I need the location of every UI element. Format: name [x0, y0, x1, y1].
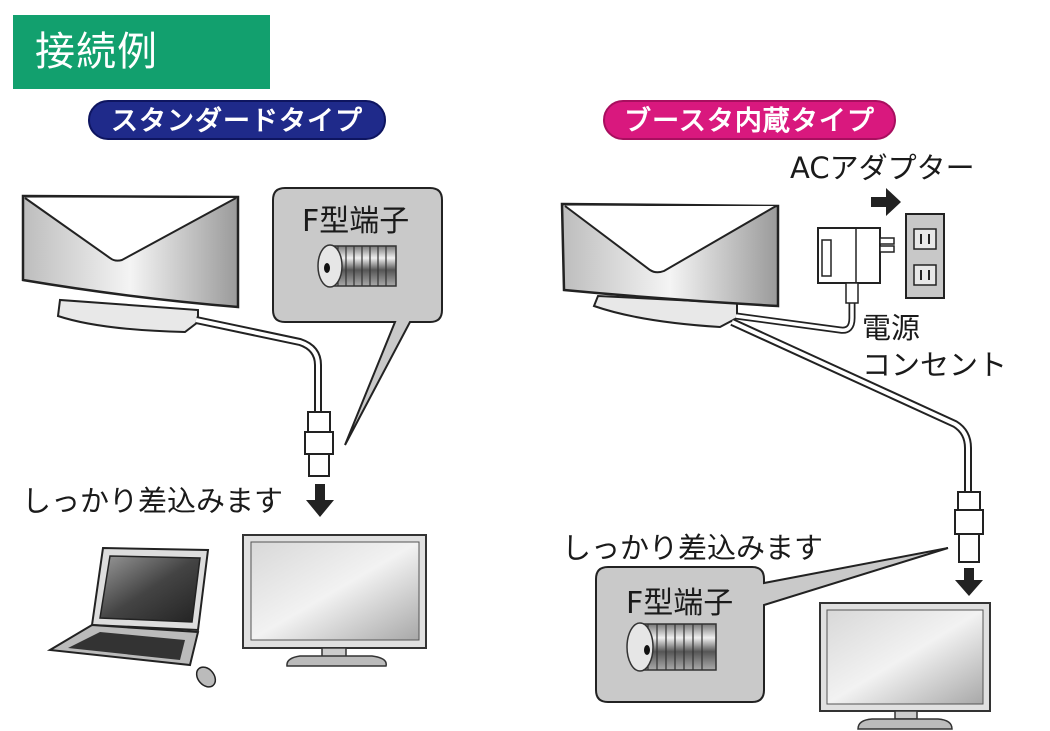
power-label: 電源 [862, 311, 921, 345]
insert-instruction-booster: しっかり差込みます [562, 531, 824, 565]
laptop-icon [46, 546, 217, 688]
booster-type-badge: ブースタ内蔵タイプ [603, 100, 896, 140]
insert-instruction-standard: しっかり差込みます [22, 484, 284, 518]
antenna-standard-icon [21, 194, 240, 334]
f-connector-label-booster: F型端子 [626, 586, 734, 621]
tv-monitor-standard-icon [242, 534, 427, 667]
tv-monitor-booster-icon [819, 602, 991, 730]
antenna-booster-icon [560, 202, 780, 329]
callout-bubble-standard [272, 187, 443, 446]
wall-outlet-icon [905, 213, 945, 299]
right-arrow-icon [871, 188, 901, 216]
ac-adapter-icon [817, 227, 895, 304]
f-plug-booster-icon [954, 491, 984, 563]
f-connector-standard-icon [317, 244, 397, 288]
down-arrow-standard-icon [306, 484, 334, 517]
down-arrow-booster-icon [955, 568, 983, 596]
f-connector-label-standard: F型端子 [302, 204, 410, 239]
f-connector-booster-icon [626, 622, 717, 672]
ac-adapter-label: ACアダプター [790, 151, 975, 185]
outlet-label: コンセント [862, 348, 1008, 382]
page-title: 接続例 [13, 15, 270, 89]
f-plug-standard-icon [304, 411, 334, 477]
standard-type-badge: スタンダードタイプ [88, 100, 386, 140]
